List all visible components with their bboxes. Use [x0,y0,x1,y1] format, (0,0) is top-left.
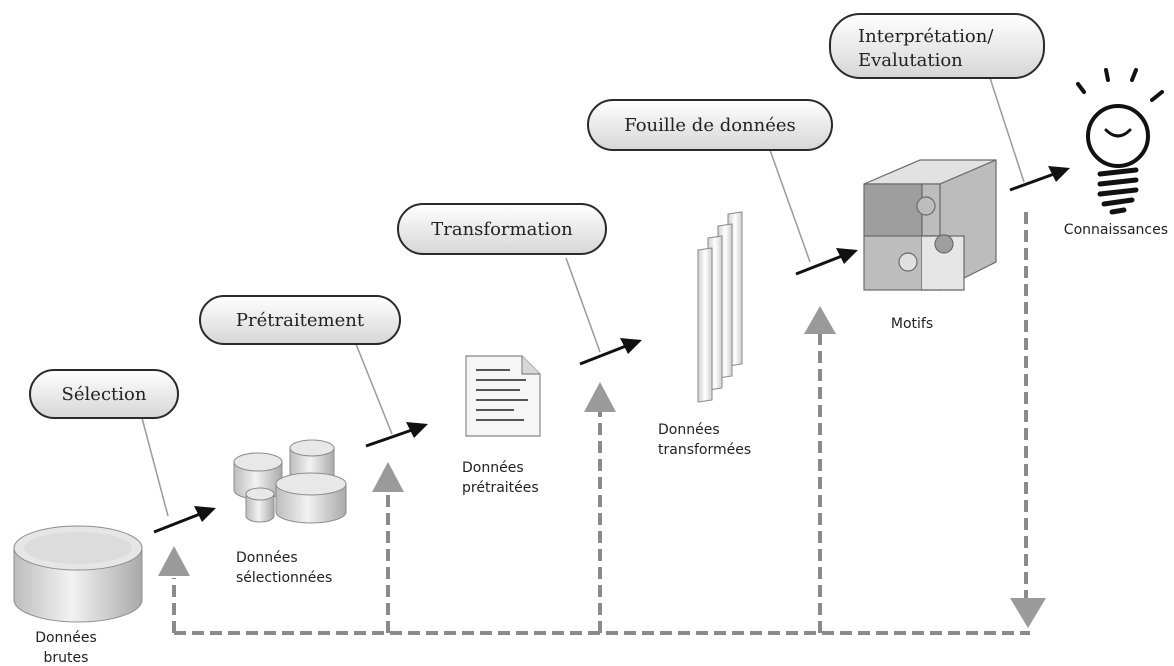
process-arrows [153,166,1070,534]
arrow-1 [153,506,216,534]
arrow-5 [1009,166,1070,192]
stage-pretraitement: Prétraitement [199,295,401,345]
label-connaissances: Connaissances [1064,222,1168,238]
item-donnees-transformees: Données transformées [658,422,751,458]
item-donnees-pretraitees: Données prétraitées [462,460,539,496]
label-donnees-transformees-line1: Données [658,422,720,438]
arrow-3 [579,338,642,366]
item-motifs: Motifs [891,316,933,332]
connector-selection [141,417,169,517]
up-triangle-1 [158,546,190,576]
connector-interpretation [989,77,1025,183]
feedback-lines [172,212,1030,635]
label-donnees-selectionnees-line1: Données [236,550,298,566]
puzzle-cube-icon [863,159,997,291]
connector-transformation [565,257,601,353]
item-donnees-selectionnees: Données sélectionnées [236,550,332,586]
stage-fouille-label: Fouille de données [624,115,796,136]
label-donnees-selectionnees-line2: sélectionnées [236,570,332,586]
up-triangle-3 [584,382,616,412]
stage-interpretation-label-line2: Evalutation [858,50,963,71]
label-motifs: Motifs [891,316,933,332]
connector-pretraitement [355,343,393,435]
arrow-2 [365,422,428,448]
item-donnees-brutes: Données brutes [35,630,97,666]
up-triangle-4 [804,306,836,334]
stage-transformation-label: Transformation [431,219,573,240]
label-donnees-transformees-line2: transformées [658,442,751,458]
stage-selection: Sélection [29,369,179,419]
stage-interpretation: Interprétation/ Evalutation [829,13,1045,79]
database-icon [13,525,143,623]
stage-selection-label: Sélection [62,384,147,405]
lightbulb-icon [1076,68,1164,215]
stacked-pages-icon [697,211,743,403]
connector-fouille [769,149,811,263]
stage-fouille: Fouille de données [587,99,833,151]
document-icon [465,355,541,437]
label-donnees-pretraitees-line2: prétraitées [462,480,539,496]
stage-interpretation-label-line1: Interprétation/ [858,26,994,47]
down-triangle [1010,598,1046,628]
arrow-4 [795,248,858,276]
stage-pretraitement-label: Prétraitement [236,310,365,331]
feedback-triangles [158,306,1046,628]
stage-transformation: Transformation [397,203,607,255]
label-donnees-pretraitees-line1: Données [462,460,524,476]
label-donnees-brutes-line1: Données [35,630,97,646]
database-cluster-icon [233,439,347,524]
up-triangle-2 [372,462,404,492]
item-connaissances: Connaissances [1064,222,1168,238]
bubble-connectors [141,77,1025,517]
label-donnees-brutes-line2: brutes [44,650,89,666]
